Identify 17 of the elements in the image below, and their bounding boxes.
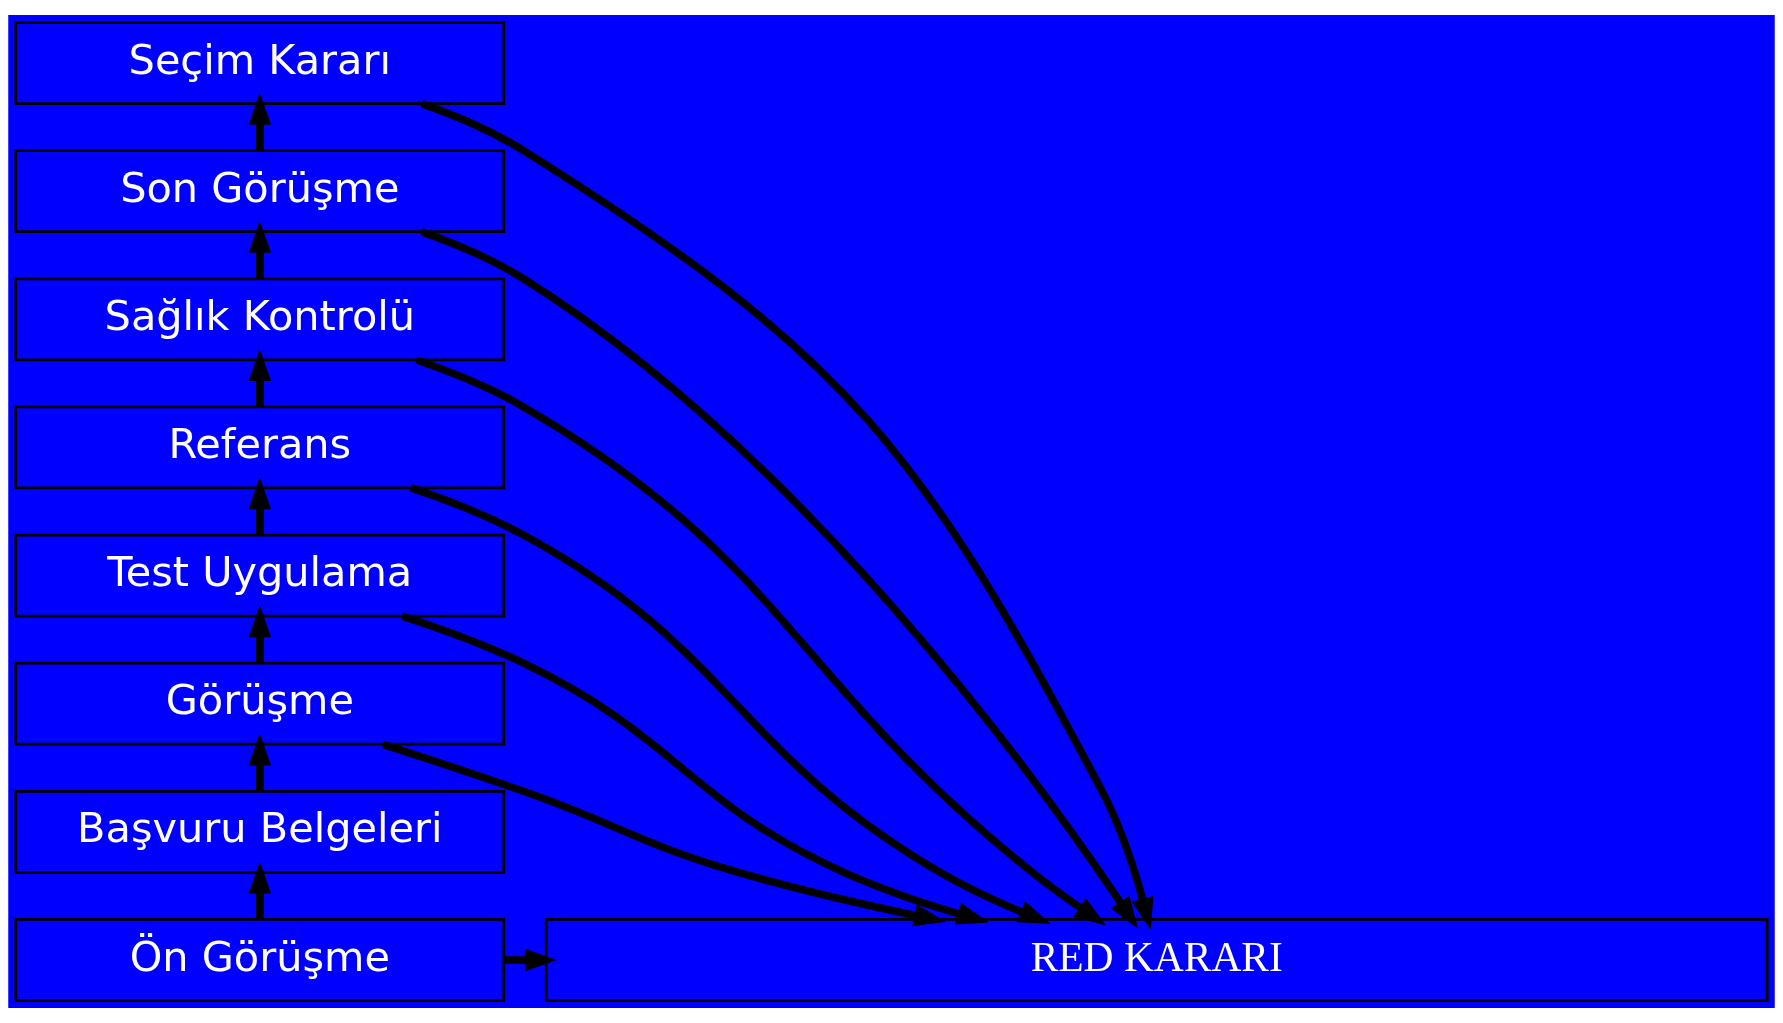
node-box: Son Görüşme — [14, 149, 506, 234]
node-box: Ön Görüşme — [14, 918, 506, 1002]
arrow — [504, 948, 557, 972]
arrow — [248, 92, 272, 151]
arrow — [248, 733, 272, 792]
node-box: Başvuru Belgeleri — [14, 789, 506, 874]
node-box: Seçim Kararı — [14, 21, 506, 105]
node-box: Görüşme — [14, 661, 506, 746]
arrow — [248, 477, 272, 535]
arrow — [248, 220, 272, 279]
node-box: Sağlık Kontrolü — [14, 277, 506, 362]
arrow — [248, 348, 272, 407]
arrow — [248, 605, 272, 664]
node-box: Test Uygulama — [14, 533, 506, 618]
arrow — [248, 861, 272, 920]
node-box: Referans — [14, 405, 506, 490]
node-box: RED KARARI — [544, 918, 1769, 1002]
